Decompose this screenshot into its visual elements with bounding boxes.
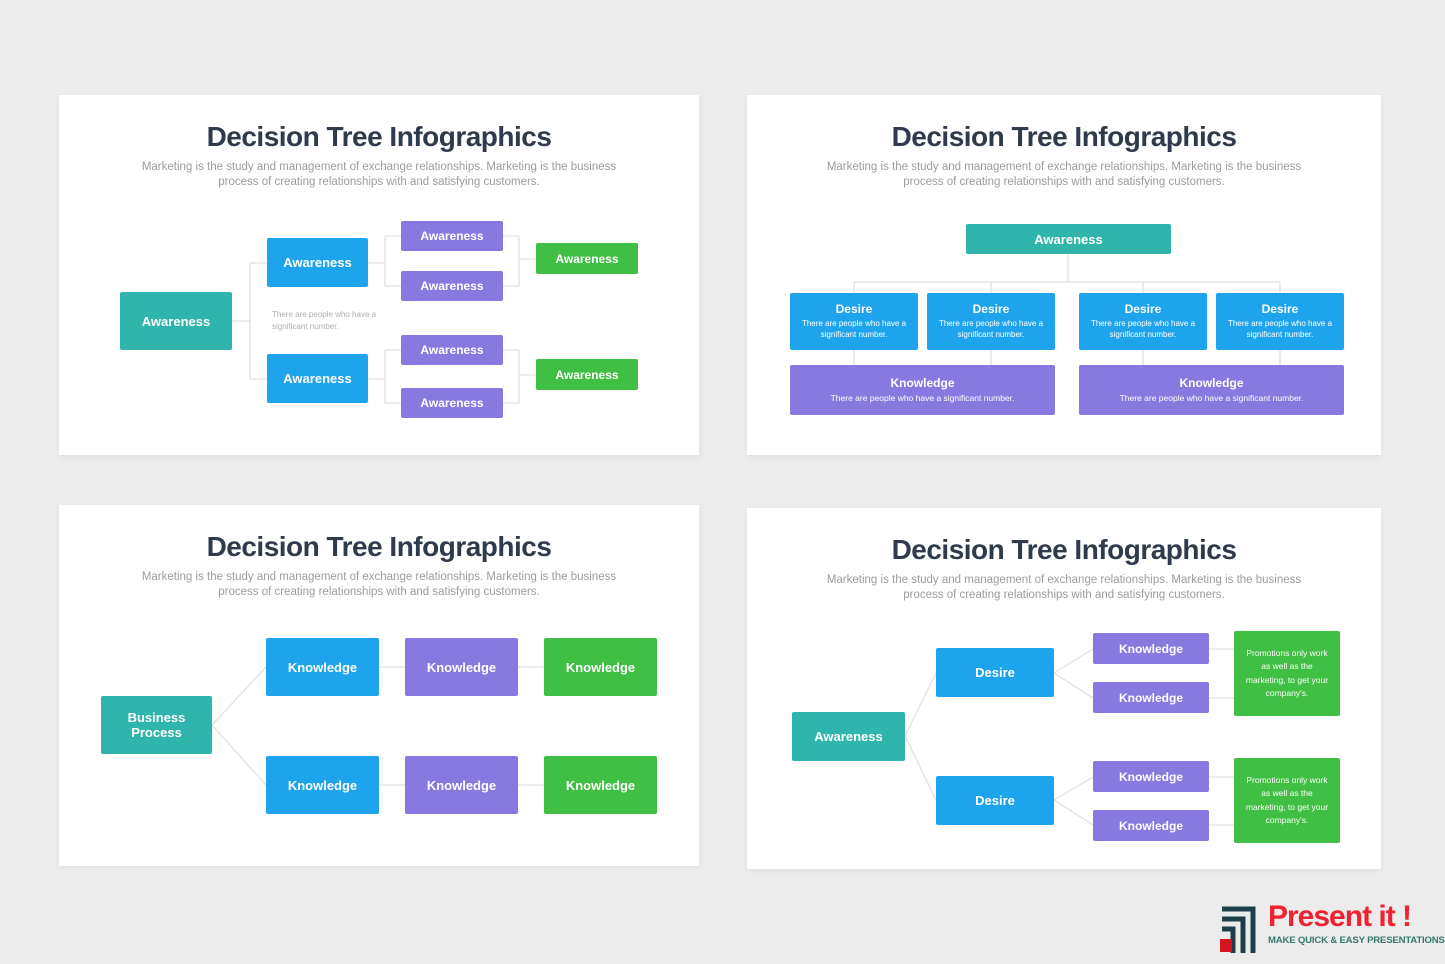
node-outcome: Awareness	[536, 359, 638, 390]
node-subtext: There are people who have a significant …	[801, 319, 907, 339]
page-title: Decision Tree Infographics	[891, 534, 1237, 565]
node-title: Desire	[835, 302, 873, 317]
node-step: Knowledge	[544, 756, 657, 814]
page-title: Decision Tree Infographics	[206, 121, 552, 152]
node-knowledge: Knowledge There are people who have a si…	[790, 365, 1055, 415]
decision-tree: Business Process Knowledge Knowledge Kno…	[59, 505, 699, 866]
connector-lines	[904, 648, 1234, 826]
page-subtitle: Marketing is the study and management of…	[826, 574, 1302, 601]
brand-tagline: MAKE QUICK & EASY PRESENTATIONS	[1268, 934, 1445, 946]
node-root: Awareness	[120, 292, 232, 350]
node-option: Awareness	[401, 335, 503, 365]
node-subtext: There are people who have a significant …	[1090, 319, 1196, 339]
page-subtitle: Marketing is the study and management of…	[141, 161, 617, 188]
node-desire: Desire There are people who have a signi…	[790, 293, 918, 350]
node-title: Knowledge	[1179, 375, 1244, 390]
node-subtext: There are people who have a significant …	[830, 392, 1015, 403]
slide-panel-1: Decision Tree Infographics Marketing is …	[59, 95, 699, 455]
node-outcome: Awareness	[536, 243, 638, 274]
node-knowledge: Knowledge	[1093, 633, 1209, 664]
node-step: Knowledge	[544, 638, 657, 696]
node-branch: Awareness	[267, 238, 368, 287]
page-subtitle: Marketing is the study and management of…	[826, 161, 1302, 188]
page-subtitle: Marketing is the study and management of…	[141, 571, 617, 598]
node-outcome: Promotions only work as well as the mark…	[1234, 758, 1340, 843]
node-root: Business Process	[101, 696, 212, 754]
node-knowledge: Knowledge	[1093, 682, 1209, 713]
node-title: Desire	[1124, 302, 1162, 317]
node-root: Awareness	[792, 712, 905, 761]
node-knowledge: Knowledge	[1093, 761, 1209, 792]
node-option: Awareness	[401, 271, 503, 301]
node-root: Awareness	[966, 224, 1171, 254]
node-title: Desire	[972, 302, 1010, 317]
connector-lines	[232, 235, 536, 404]
node-title: Knowledge	[890, 375, 955, 390]
node-option: Awareness	[401, 388, 503, 418]
node-step: Knowledge	[405, 756, 518, 814]
node-subtext: There are people who have a significant …	[938, 319, 1044, 339]
brand-name: Present it !	[1268, 900, 1412, 933]
node-step: Knowledge	[405, 638, 518, 696]
page-title: Decision Tree Infographics	[206, 531, 552, 562]
slide-panel-4: Decision Tree Infographics Marketing is …	[747, 508, 1381, 869]
decision-tree: Awareness Desire There are people who ha…	[747, 95, 1381, 455]
node-desire: Desire	[936, 648, 1054, 697]
decision-tree: Awareness Awareness Awareness Awareness …	[59, 95, 699, 455]
slide-panel-3: Decision Tree Infographics Marketing is …	[59, 505, 699, 866]
node-option: Awareness	[401, 221, 503, 251]
annotation-note: There are people who have a significant …	[272, 310, 377, 331]
brand-text: Present it ! MAKE QUICK & EASY PRESENTAT…	[1268, 901, 1445, 946]
node-outcome: Promotions only work as well as the mark…	[1234, 631, 1340, 716]
decision-tree: Awareness Desire Desire Knowledge Knowle…	[747, 508, 1381, 869]
connector-lines	[211, 666, 544, 786]
node-desire: Desire There are people who have a signi…	[1079, 293, 1207, 350]
node-desire: Desire There are people who have a signi…	[1216, 293, 1344, 350]
node-subtext: There are people who have a significant …	[1227, 319, 1333, 339]
node-desire: Desire	[936, 776, 1054, 825]
node-step: Knowledge	[266, 756, 379, 814]
node-title: Desire	[1261, 302, 1299, 317]
page-title: Decision Tree Infographics	[891, 121, 1237, 152]
presentation-chart-icon	[1220, 906, 1256, 953]
brand-logo: Present it ! MAKE QUICK & EASY PRESENTAT…	[1220, 901, 1445, 955]
node-branch: Awareness	[267, 354, 368, 403]
node-knowledge: Knowledge There are people who have a si…	[1079, 365, 1344, 415]
slide-panel-2: Decision Tree Infographics Marketing is …	[747, 95, 1381, 455]
node-knowledge: Knowledge	[1093, 810, 1209, 841]
node-subtext: There are people who have a significant …	[1119, 392, 1304, 403]
node-step: Knowledge	[266, 638, 379, 696]
node-desire: Desire There are people who have a signi…	[927, 293, 1055, 350]
connector-lines	[853, 254, 1281, 365]
